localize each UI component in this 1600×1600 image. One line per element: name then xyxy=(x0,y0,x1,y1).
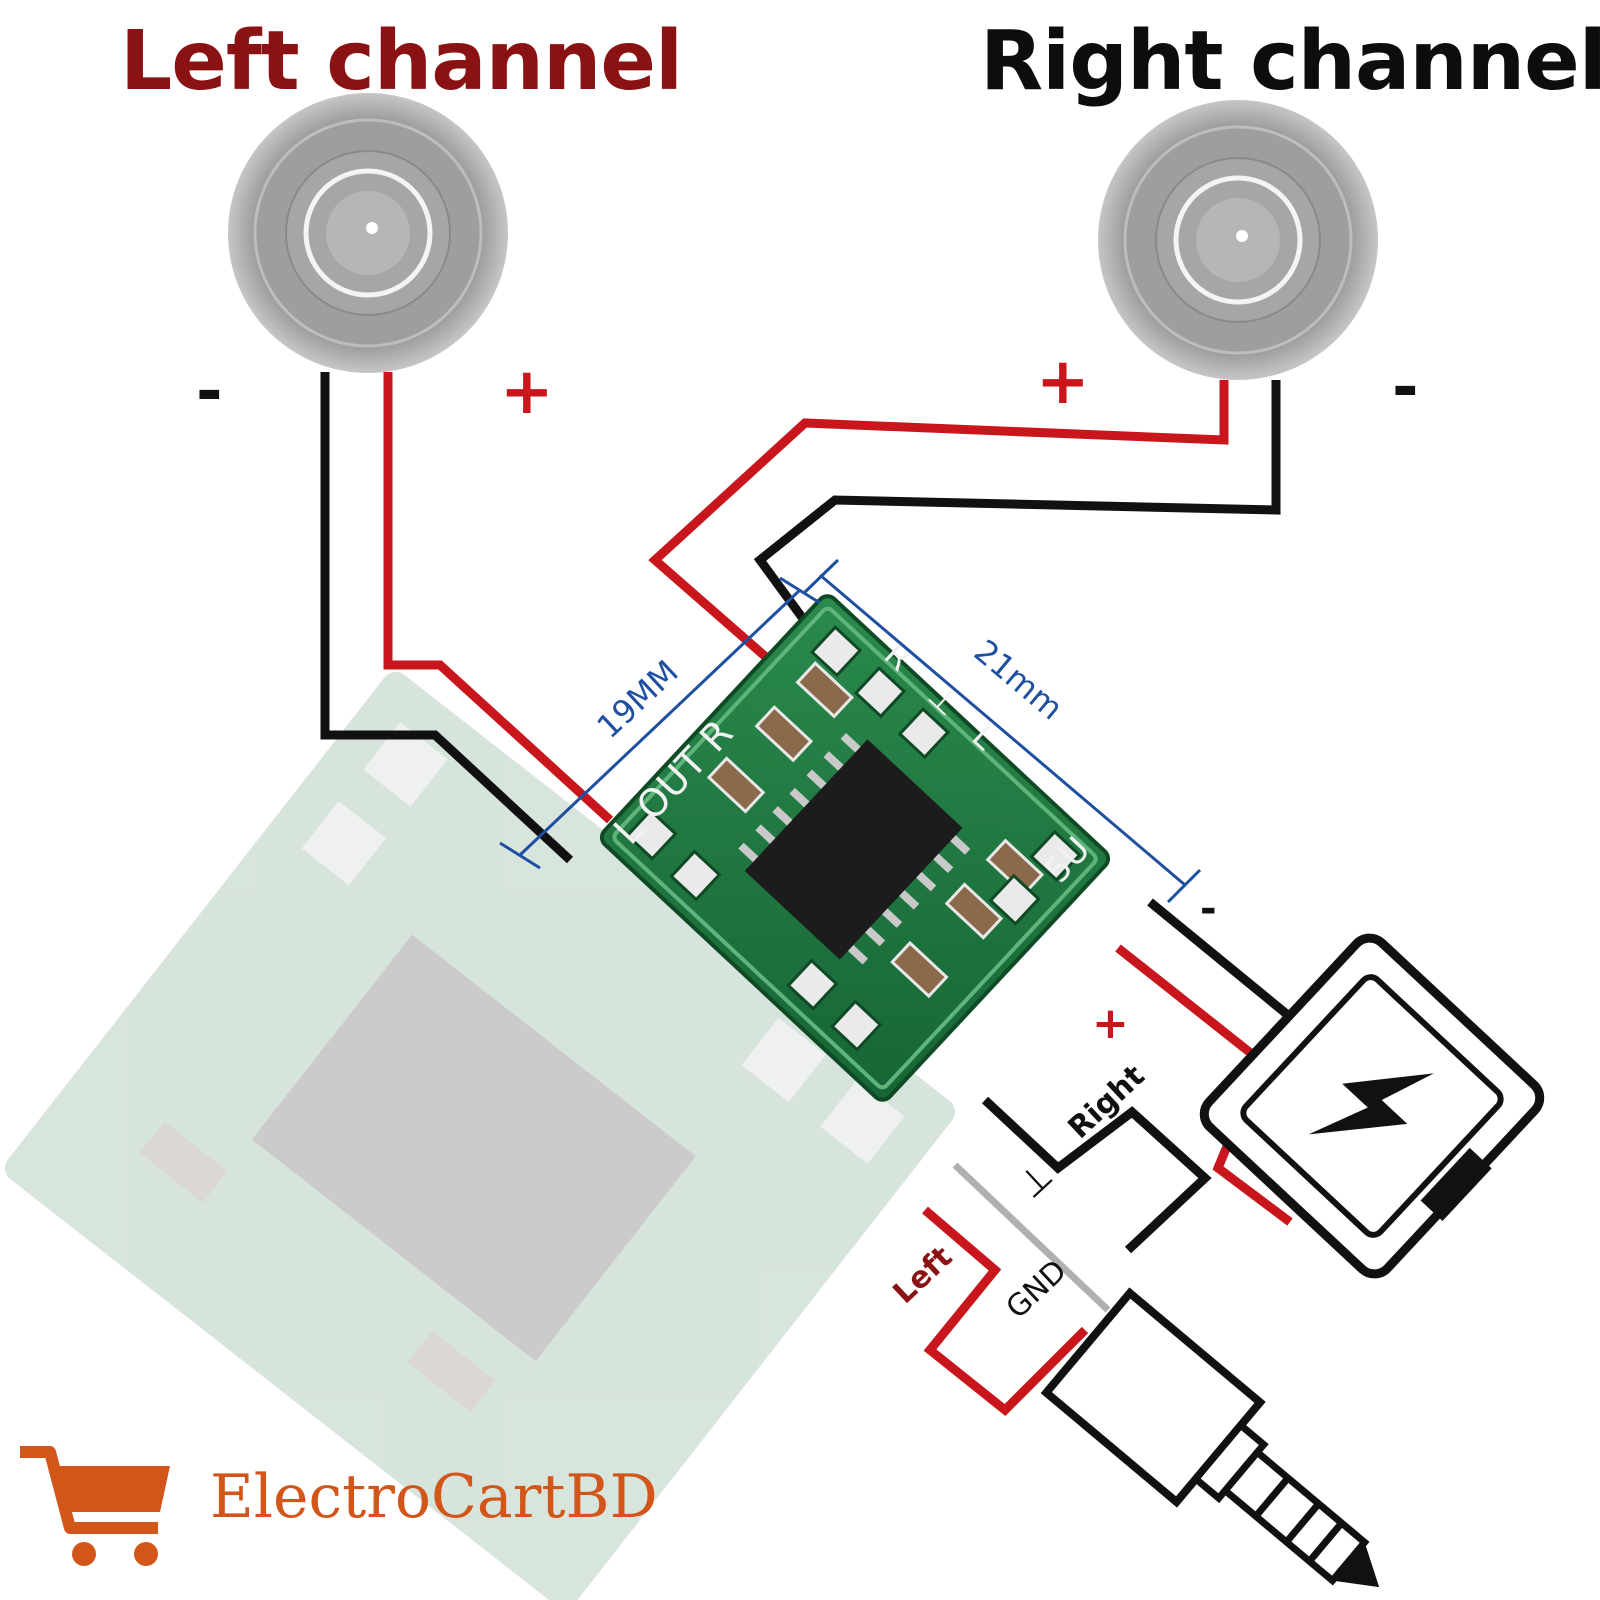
power-minus-wire xyxy=(1147,898,1303,1029)
brand-logo: ElectroCartBD xyxy=(14,1440,658,1580)
jack-right-wire xyxy=(981,1096,1212,1254)
right-minus-sign: - xyxy=(1392,351,1419,425)
power-plus-label: + xyxy=(1092,998,1129,1049)
right-speaker-plus-wire xyxy=(648,380,1229,669)
width-dimension-label: 19MM xyxy=(590,653,686,746)
left-channel-title: Left channel xyxy=(120,14,683,109)
amplifier-chip xyxy=(744,739,963,960)
left-speaker-plus-wire xyxy=(383,372,614,824)
jack-left-label: Left xyxy=(887,1240,960,1311)
left-minus-sign: - xyxy=(196,355,223,429)
right-plus-sign: + xyxy=(1036,345,1090,419)
lightning-icon xyxy=(1308,1073,1434,1135)
speaker-right-icon xyxy=(1098,100,1378,380)
length-dimension-line xyxy=(819,573,1186,887)
dimension-lines xyxy=(499,558,1202,904)
right-speaker-minus-wire xyxy=(753,380,1281,638)
right-channel-title: Right channel xyxy=(980,14,1600,109)
audio-jack-icon xyxy=(1040,1287,1380,1588)
left-plus-sign: + xyxy=(500,355,554,429)
jack-gnd-wire xyxy=(952,1162,1111,1313)
speaker-left-icon xyxy=(228,93,508,373)
width-dimension-line xyxy=(518,588,802,857)
power-minus-label: - xyxy=(1200,886,1217,932)
battery-icon xyxy=(1199,933,1545,1279)
brand-name: ElectroCartBD xyxy=(210,1462,658,1532)
wires xyxy=(320,372,1303,1417)
left-speaker-minus-wire xyxy=(320,372,574,864)
jack-left-wire xyxy=(922,1206,1089,1417)
shopping-cart-icon xyxy=(20,1446,170,1566)
